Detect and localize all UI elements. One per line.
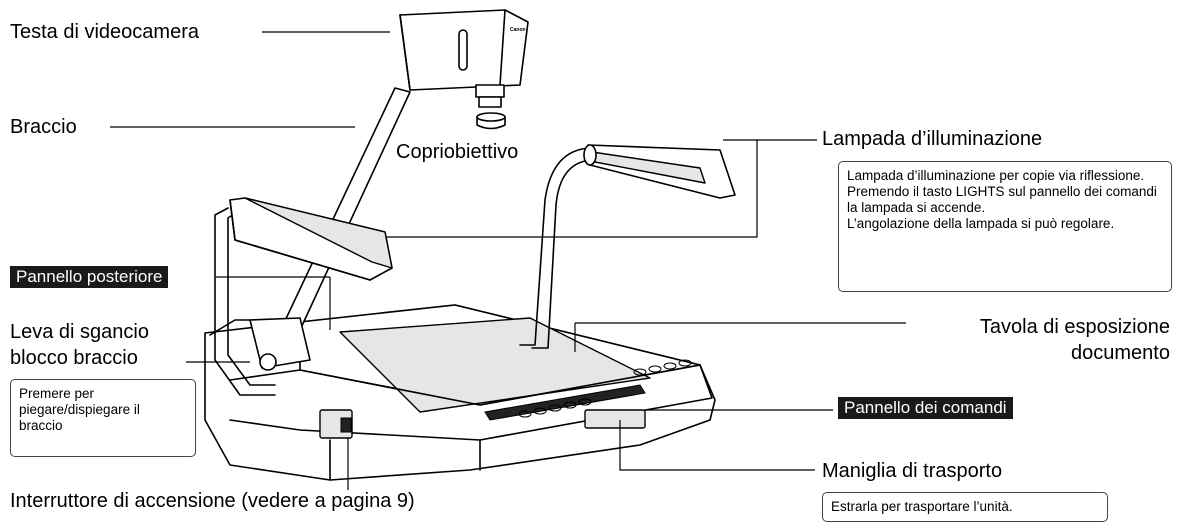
power-switch-label: Interruttore di accensione (vedere a pag…: [10, 490, 415, 512]
camera-head-label: Testa di videocamera: [10, 21, 199, 43]
leader-lines: [110, 31, 906, 490]
lamp-note-line3: L’angolazione della lampada si può regol…: [847, 216, 1115, 231]
document-table-label-line1: Tavola di esposizione: [979, 316, 1170, 338]
lens-cap-label: Copriobiettivo: [396, 141, 519, 163]
camera-arm: [249, 87, 411, 371]
lamp-note-line1: Lampada d’illuminazione per copie via ri…: [847, 168, 1145, 183]
lamp-label: Lampada d’illuminazione: [822, 128, 1043, 150]
lamp-note-line2: Premendo il tasto LIGHTS sul pannello de…: [847, 184, 1157, 215]
lamp-note: Lampada d’illuminazione per copie via ri…: [838, 161, 1172, 292]
right-lamp: [583, 144, 736, 199]
arm-label: Braccio: [10, 116, 77, 138]
rear-panel-tag: Pannello posteriore: [10, 266, 169, 288]
base-unit: [204, 304, 716, 481]
carry-handle-label: Maniglia di trasporto: [822, 460, 1003, 482]
release-lever-label-line2: blocco braccio: [10, 347, 138, 369]
camera-head: Canon: [399, 9, 529, 130]
right-lamp-support: [519, 147, 601, 349]
document-table-label-line2: documento: [1071, 342, 1170, 364]
handle-note-text: Estrarla per trasportare l’unità.: [831, 499, 1013, 514]
release-lever-label-line1: Leva di sgancio: [10, 321, 149, 343]
lever-note: Premere per piegare/dispiegare il bracci…: [10, 379, 196, 457]
control-panel-tag: Pannello dei comandi: [838, 397, 1013, 419]
lever-note-text: Premere per piegare/dispiegare il bracci…: [19, 386, 140, 433]
left-lamp: [229, 197, 393, 281]
handle-note: Estrarla per trasportare l’unità.: [822, 492, 1108, 522]
camera-brand-mark: Canon: [510, 27, 526, 33]
